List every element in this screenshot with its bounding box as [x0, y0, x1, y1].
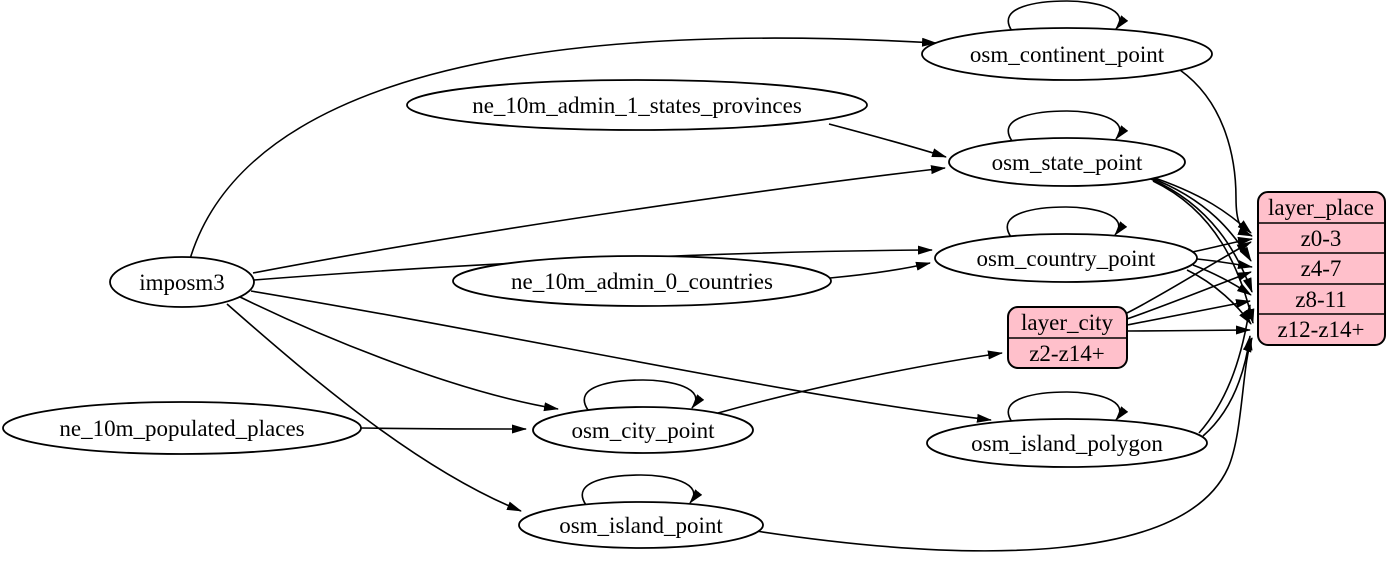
edge-layer — [189, 0, 1255, 552]
node-layer_place: layer_place z0-3 z4-7 z8-11 z12-z14+ — [1257, 191, 1386, 346]
edge-layer_city-layer_place-z0-3 — [1126, 241, 1252, 314]
edge-imposm3-osm_city_point — [237, 295, 559, 412]
edge-imposm3-osm_island_point — [226, 303, 522, 512]
node-osm_city_point: osm_city_point — [532, 406, 754, 454]
osm_continent_point-ellipse — [921, 27, 1213, 81]
layer_city-title: layer_city — [1021, 310, 1113, 335]
node-ne_10m_admin_1_states_provinces: ne_10m_admin_1_states_provinces — [406, 79, 868, 131]
ne_10m_admin_0_countries-label: ne_10m_admin_0_countries — [511, 269, 773, 294]
edge-layer_city-layer_place-z8-11 — [1126, 299, 1251, 326]
edge-osm_state_point-layer_place-z8-11 — [1150, 178, 1253, 293]
edge-ne_10m_admin_0_countries-osm_country_point — [829, 261, 931, 279]
edge-layer_city-layer_place-z12-z14 — [1126, 325, 1251, 335]
osm_state_point-ellipse — [948, 137, 1186, 187]
osm_city_point-ellipse — [532, 406, 754, 454]
layer_place-row-z12-z14: z12-z14+ — [1277, 317, 1364, 342]
self-loop-osm_island_point — [581, 474, 703, 506]
node-osm_continent_point: osm_continent_point — [921, 27, 1213, 81]
osm_country_point-ellipse — [934, 233, 1198, 283]
self-loop-osm_continent_point — [1007, 0, 1129, 32]
imposm3-ellipse — [109, 256, 255, 308]
edge-imposm3-osm_island_polygon — [250, 290, 992, 423]
osm_continent_point-label: osm_continent_point — [970, 42, 1165, 67]
node-osm_island_point: osm_island_point — [518, 501, 764, 549]
edge-osm_country_point-layer_place-z8-11 — [1192, 264, 1252, 296]
osm_island_point-label: osm_island_point — [559, 513, 723, 538]
ne_10m_populated_places-label: ne_10m_populated_places — [59, 416, 304, 441]
node-osm_island_polygon: osm_island_polygon — [926, 418, 1208, 468]
osm_island_polygon-ellipse — [926, 418, 1208, 468]
ne_10m_admin_1_states_provinces-ellipse — [406, 79, 868, 131]
edge-osm_country_point-layer_place-z4-7 — [1196, 258, 1253, 269]
node-osm_country_point: osm_country_point — [934, 233, 1198, 283]
edge-ne_10m_admin_1_states_provinces-osm_state_point — [828, 123, 947, 158]
edge-ne_10m_populated_places-osm_city_point — [360, 424, 527, 434]
edge-osm_state_point-layer_place-z0-3 — [1145, 174, 1252, 234]
self-loop-osm_country_point — [1006, 206, 1128, 238]
osm_island_polygon-label: osm_island_polygon — [971, 431, 1163, 456]
layer_place-row-z0-3: z0-3 — [1301, 226, 1342, 251]
layer_place-row-z4-7: z4-7 — [1301, 256, 1342, 281]
osm_island_point-ellipse — [518, 501, 764, 549]
layer_place-rect — [1257, 191, 1386, 346]
edge-osm_continent_point-layer_place-z0-3 — [1179, 69, 1253, 237]
self-loop-osm_state_point — [1007, 110, 1129, 142]
imposm3-label: imposm3 — [139, 270, 225, 295]
node-imposm3: imposm3 — [109, 256, 255, 308]
osm_country_point-label: osm_country_point — [977, 246, 1156, 271]
osm_city_point-label: osm_city_point — [571, 418, 715, 443]
edge-osm_island_point-layer_place-z12-z14 — [755, 337, 1253, 552]
node-ne_10m_populated_places: ne_10m_populated_places — [2, 401, 362, 455]
edge-layer_city-layer_place-z4-7 — [1126, 271, 1252, 320]
node-ne_10m_admin_0_countries: ne_10m_admin_0_countries — [452, 255, 832, 307]
osm_state_point-label: osm_state_point — [992, 150, 1143, 175]
ne_10m_admin_0_countries-ellipse — [452, 255, 832, 307]
layer_place-title: layer_place — [1268, 195, 1374, 220]
layer_city-row-z2-z14: z2-z14+ — [1029, 341, 1105, 366]
node-osm_state_point: osm_state_point — [948, 137, 1186, 187]
edge-osm_country_point-layer_place-z0-3 — [1191, 236, 1253, 253]
self-loop-osm_island_polygon — [1007, 391, 1129, 423]
self-loop-osm_city_point — [583, 379, 705, 411]
node-layer_city: layer_city z2-z14+ — [1007, 306, 1128, 369]
ne_10m_admin_1_states_provinces-label: ne_10m_admin_1_states_provinces — [472, 93, 802, 118]
edge-osm_city_point-layer_city-z2-z14 — [717, 350, 1003, 414]
ne_10m_populated_places-ellipse — [2, 401, 362, 455]
edge-imposm3-osm_continent_point — [189, 37, 937, 260]
edge-osm_island_polygon-layer_place-z8-11 — [1198, 304, 1253, 434]
edge-imposm3-osm_state_point — [252, 165, 946, 274]
edge-osm_country_point-layer_place-z12-z14 — [1186, 269, 1252, 325]
layer_place-row-z8-11: z8-11 — [1295, 287, 1347, 312]
